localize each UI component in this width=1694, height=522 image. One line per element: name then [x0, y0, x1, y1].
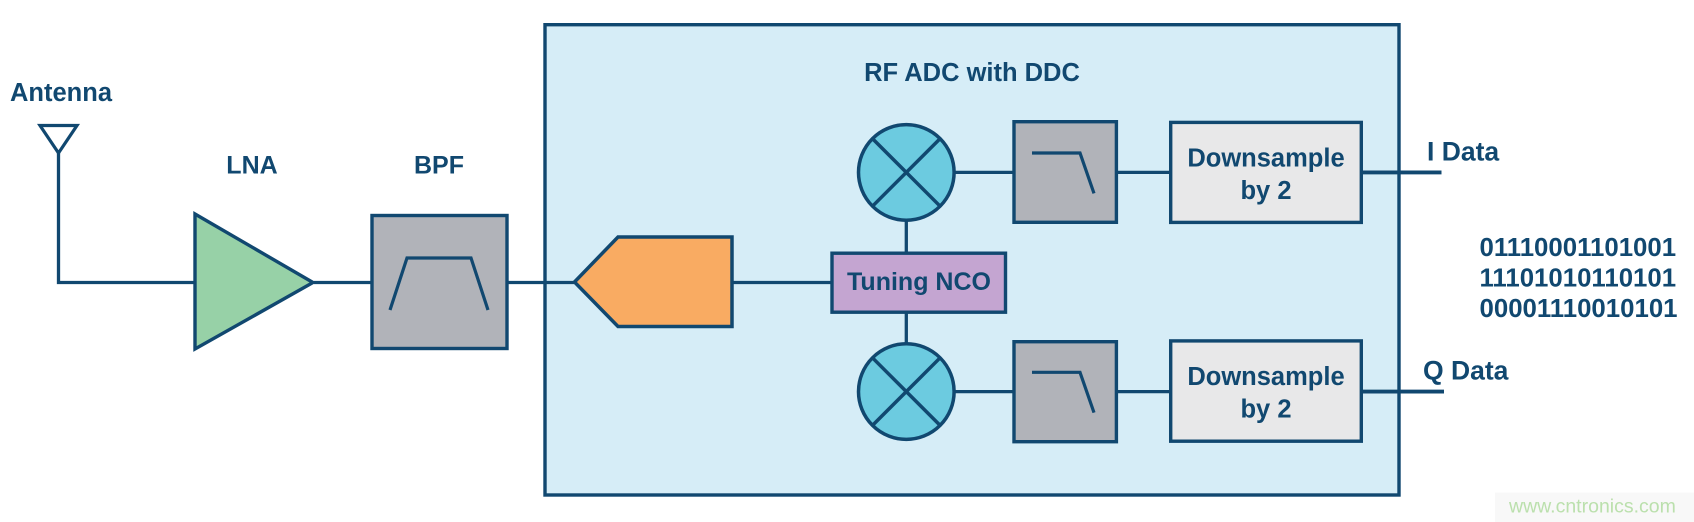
svg-text:I Data: I Data — [1427, 137, 1499, 167]
svg-text:RF ADC with DDC: RF ADC with DDC — [864, 59, 1080, 87]
svg-text:Antenna: Antenna — [10, 79, 113, 107]
svg-text:11101010110101: 11101010110101 — [1480, 265, 1677, 293]
svg-text:Downsample: Downsample — [1187, 145, 1344, 173]
svg-text:01110001101001: 01110001101001 — [1480, 234, 1677, 262]
svg-text:Q Data: Q Data — [1423, 356, 1509, 386]
svg-text:00001110010101: 00001110010101 — [1480, 295, 1678, 323]
svg-text:LNA: LNA — [226, 151, 277, 179]
svg-text:Tuning NCO: Tuning NCO — [847, 268, 991, 296]
svg-text:Downsample: Downsample — [1187, 363, 1344, 391]
svg-text:by 2: by 2 — [1240, 396, 1291, 424]
svg-text:www.cntronics.com: www.cntronics.com — [1508, 496, 1676, 518]
svg-text:by 2: by 2 — [1240, 177, 1291, 205]
svg-text:BPF: BPF — [414, 151, 464, 179]
